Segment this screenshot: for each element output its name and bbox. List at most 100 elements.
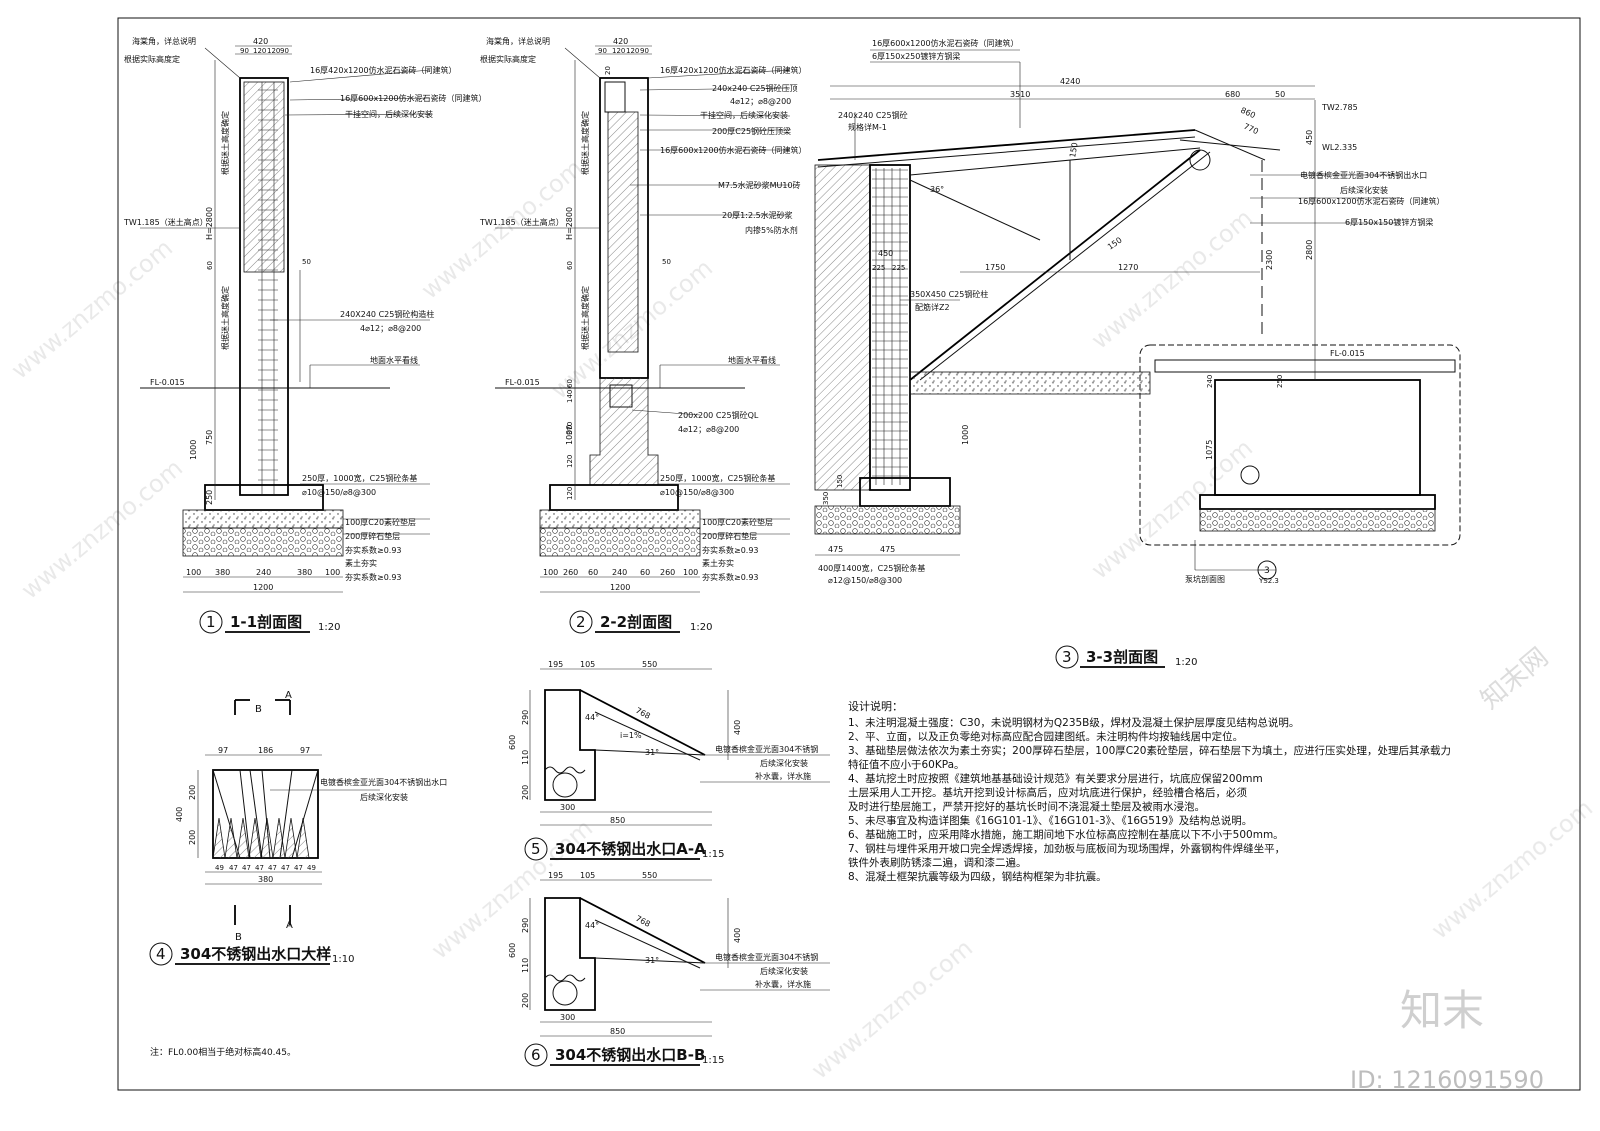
dim: 186 bbox=[258, 746, 273, 755]
dim: 770 bbox=[1242, 122, 1260, 137]
label: 夯实系数≥0.93 bbox=[345, 572, 402, 582]
dim: 47 bbox=[281, 864, 290, 872]
notes-line: 3、基础垫层做法依次为素土夯实；200厚碎石垫层，100厚C20素砼垫层，碎石垫… bbox=[848, 745, 1451, 757]
dim: 47 bbox=[255, 864, 264, 872]
label: 16厚600x1200仿水泥石瓷砖（同建筑） bbox=[872, 38, 1019, 48]
label: 200厚C25钢砼压顶梁 bbox=[712, 126, 791, 136]
outlet-body bbox=[544, 689, 596, 801]
label: 4⌀12；⌀8@200 bbox=[360, 324, 421, 333]
watermark-site: www.znzmo.com bbox=[426, 814, 598, 965]
label: 16厚600x1200仿水泥石瓷砖（同建筑） bbox=[660, 145, 807, 155]
dim: 1000 bbox=[189, 440, 198, 460]
dim: 450 bbox=[1305, 130, 1314, 145]
label: 海棠角，详总说明 bbox=[486, 36, 550, 46]
section-number: 1 bbox=[206, 613, 216, 631]
dim: 2300 bbox=[1265, 250, 1274, 270]
section-scale: 1:15 bbox=[702, 849, 724, 860]
dim: 100 bbox=[325, 568, 340, 577]
dim: 90 bbox=[640, 47, 649, 55]
notes-line: 1、未注明混凝土强度：C30，未说明钢材为Q235B级，焊材及混凝土保护层厚度见… bbox=[848, 717, 1300, 729]
dim: 140 bbox=[566, 390, 574, 403]
dim: 110 bbox=[521, 750, 530, 765]
dim: 44° bbox=[585, 921, 599, 930]
dim: 225 bbox=[872, 264, 885, 272]
dim: 400 bbox=[733, 928, 742, 943]
dim: 550 bbox=[642, 871, 657, 880]
dim: 根据迷土高度确定 bbox=[220, 286, 230, 350]
dim: 60 bbox=[588, 568, 598, 577]
dim: 1200 bbox=[610, 583, 630, 592]
dim: 420 bbox=[613, 37, 628, 46]
watermark-site: www.znzmo.com bbox=[6, 234, 178, 385]
label: 240X240 C25钢砼构造柱 bbox=[340, 309, 434, 319]
dim: 120 bbox=[566, 487, 574, 500]
dim: 475 bbox=[880, 545, 895, 554]
dim: 50 bbox=[302, 258, 311, 266]
section-scale: 1:15 bbox=[702, 1055, 724, 1066]
section-title: 304不锈钢出水口大样 bbox=[180, 945, 331, 963]
label: 250厚，1000宽，C25钢砼条基 bbox=[302, 473, 417, 483]
label: 4⌀12；⌀8@200 bbox=[678, 425, 739, 434]
dim: 49 bbox=[307, 864, 316, 872]
dim: 44° bbox=[585, 713, 599, 722]
section-number: 5 bbox=[531, 840, 541, 858]
label: 电镀香槟金亚光面304不锈钢 bbox=[715, 952, 818, 962]
level: FL-0.015 bbox=[1330, 349, 1365, 358]
dim: 260 bbox=[563, 568, 578, 577]
dim: 150 bbox=[1068, 142, 1080, 159]
dim: 3510 bbox=[1010, 90, 1030, 99]
section-scale: 1:20 bbox=[1175, 657, 1197, 668]
pump-pit bbox=[1214, 379, 1421, 496]
dim: 60 bbox=[566, 379, 574, 388]
label: 泵坑剖面图 bbox=[1185, 574, 1225, 584]
dim: 根据迷土高度确定 bbox=[580, 286, 590, 350]
dim: 50 bbox=[1275, 90, 1285, 99]
watermark-brand: 知末网 bbox=[1475, 642, 1554, 715]
dim: 100 bbox=[683, 568, 698, 577]
cut-label: B bbox=[255, 704, 262, 715]
dim: 1075 bbox=[1205, 440, 1214, 460]
section-scale: 1:20 bbox=[690, 622, 712, 633]
watermark-site: www.znzmo.com bbox=[416, 154, 588, 305]
section-title: 1-1剖面图 bbox=[230, 613, 302, 631]
dim: 550 bbox=[642, 660, 657, 669]
label: 6厚150x150镀锌方钢梁 bbox=[1345, 217, 1433, 227]
label: 补水囊，详水施 bbox=[755, 979, 811, 989]
soil-retaining bbox=[814, 164, 871, 491]
ref-number: 3 bbox=[1264, 566, 1270, 576]
level-tw: TW1.185（迷土高点） bbox=[479, 217, 564, 227]
label: 地面水平看线 bbox=[370, 355, 418, 365]
wall-column bbox=[239, 77, 289, 496]
dim: 240 bbox=[1206, 375, 1214, 388]
label: 后续深化安装 bbox=[1340, 185, 1388, 195]
dim: 200 bbox=[188, 785, 197, 800]
dim: 600 bbox=[508, 735, 517, 750]
leaders bbox=[854, 49, 1400, 301]
dim: H=2800 bbox=[565, 207, 574, 240]
dim: 250 bbox=[205, 490, 214, 505]
label: 400厚1400宽，C25钢砼条基 bbox=[818, 563, 925, 573]
label: 16厚600x1200仿水泥石瓷砖（同建筑） bbox=[340, 93, 487, 103]
notes-line: 2、平、立面，以及正负零绝对标高应配合园建图纸。未注明构件均按轴线居中定位。 bbox=[848, 731, 1244, 743]
notes-line: 铁件外表刷防锈漆二遍，调和漆二遍。 bbox=[848, 857, 1027, 869]
dim: 110 bbox=[521, 958, 530, 973]
dim: 225 bbox=[892, 264, 905, 272]
dim: 400 bbox=[733, 720, 742, 735]
dim: 240 bbox=[612, 568, 627, 577]
label: 配筋详Z2 bbox=[915, 302, 950, 312]
dim: 根据迷土高度确定 bbox=[580, 111, 590, 175]
stirrups bbox=[258, 89, 278, 481]
dim: 300 bbox=[560, 1013, 575, 1022]
image-id: ID: 1216091590 bbox=[1350, 1066, 1544, 1094]
section-4-outlet-detail: B A B A 电镀香槟金亚光面304不锈钢出水口 后续深化安装 97 186 … bbox=[149, 690, 447, 966]
dim: 300 bbox=[560, 803, 575, 812]
label: 后续深化安装 bbox=[760, 758, 808, 768]
dim: 380 bbox=[215, 568, 230, 577]
dim: 105 bbox=[580, 871, 595, 880]
dim: 60 bbox=[206, 261, 214, 270]
label: 根据实际高度定 bbox=[124, 54, 180, 64]
dim: 450 bbox=[878, 249, 893, 258]
notes-line: 5、未尽事宜及构造详图集《16G101-1》、《16G101-3》、《16G51… bbox=[848, 815, 1253, 827]
section-number: 6 bbox=[531, 1046, 541, 1064]
dim: 2800 bbox=[1305, 240, 1314, 260]
